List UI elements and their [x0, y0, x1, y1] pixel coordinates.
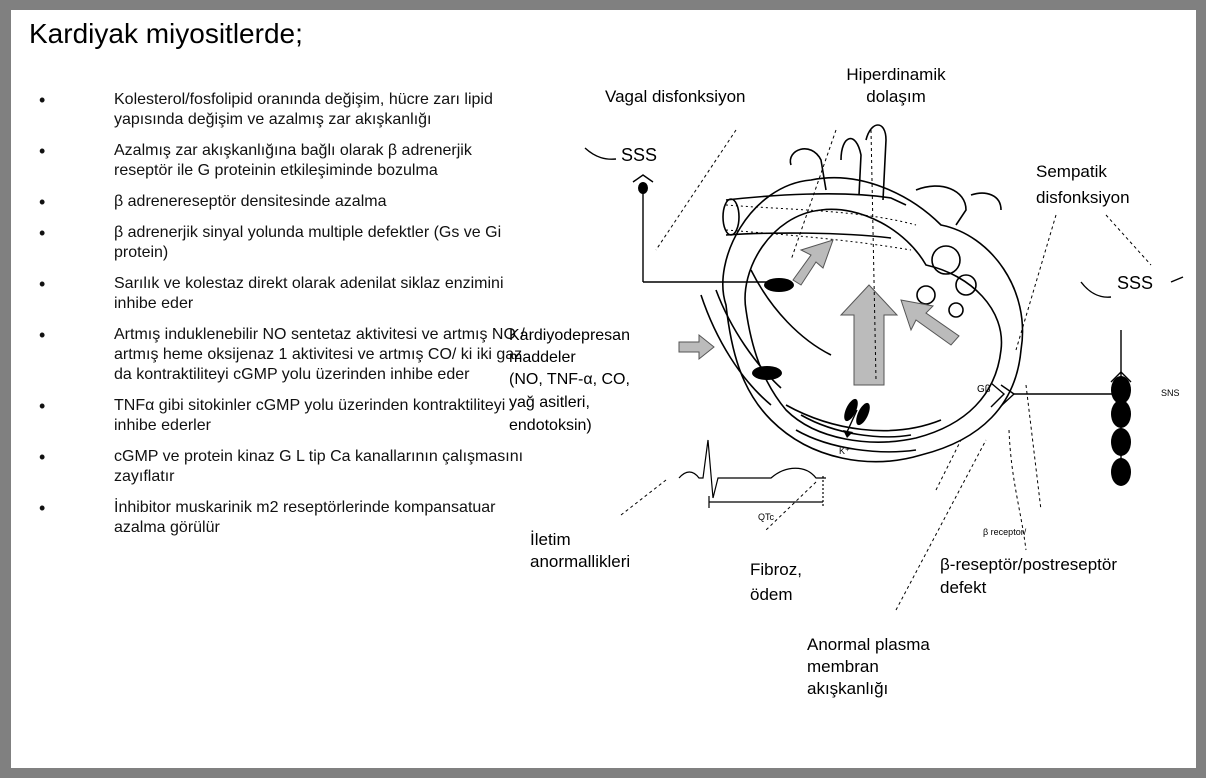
grey-arrows — [679, 240, 959, 385]
k-plus-label: K⁺ — [839, 446, 850, 456]
kardiyodepresan-label: Kardiyodepresan — [509, 327, 630, 344]
sns-label: SNS — [1161, 388, 1180, 398]
sns-chain — [1111, 376, 1131, 486]
anormallikleri-label: anormallikleri — [530, 552, 630, 571]
anormal-plasma-label: Anormal plasma — [807, 635, 930, 654]
endotoksin-label: endotoksin) — [509, 417, 592, 434]
cardiac-diagram: Hiperdinamik dolaşım Vagal disfonksiyon … — [11, 10, 1196, 768]
odem-label: ödem — [750, 585, 793, 604]
yag-asitleri-label: yağ asitleri, — [509, 394, 590, 411]
hiperdinamik-label: Hiperdinamik — [846, 65, 946, 84]
sss-right-label: SSS — [1117, 273, 1153, 293]
vagal-label: Vagal disfonksiyon — [605, 87, 746, 106]
input-arrow-icon — [679, 335, 714, 359]
sempatik-label: Sempatik — [1036, 162, 1107, 181]
dolasim-label: dolaşım — [866, 87, 926, 106]
beta-receptor-small-label: β receptor/ — [983, 527, 1027, 537]
g-beta-label: Gβ — [977, 384, 991, 395]
upper-left-arrow-icon — [793, 240, 833, 285]
ecg-trace — [679, 440, 826, 508]
membran-label: membran — [807, 657, 879, 676]
sss-left-label: SSS — [621, 145, 657, 165]
slide: Kardiyak miyositlerde; •Kolesterol/fosfo… — [11, 10, 1196, 768]
beta-reseptor-label: β-reseptör/postreseptör — [940, 555, 1117, 574]
central-arrow-icon — [841, 285, 897, 385]
akiskanligi-label: akışkanlığı — [807, 679, 888, 698]
qtc-label: QTc — [758, 512, 775, 522]
fibroz-label: Fibroz, — [750, 560, 802, 579]
no-tnf-label: (NO, TNF-α, CO, — [509, 371, 630, 388]
disfonksiyon-label: disfonksiyon — [1036, 188, 1130, 207]
iletim-label: İletim — [530, 530, 571, 549]
maddeler-label: maddeler — [509, 349, 576, 366]
defekt-label: defekt — [940, 578, 987, 597]
vagal-nerve — [585, 148, 771, 282]
sss-left-node-icon — [638, 182, 648, 194]
k-channel — [841, 397, 872, 427]
